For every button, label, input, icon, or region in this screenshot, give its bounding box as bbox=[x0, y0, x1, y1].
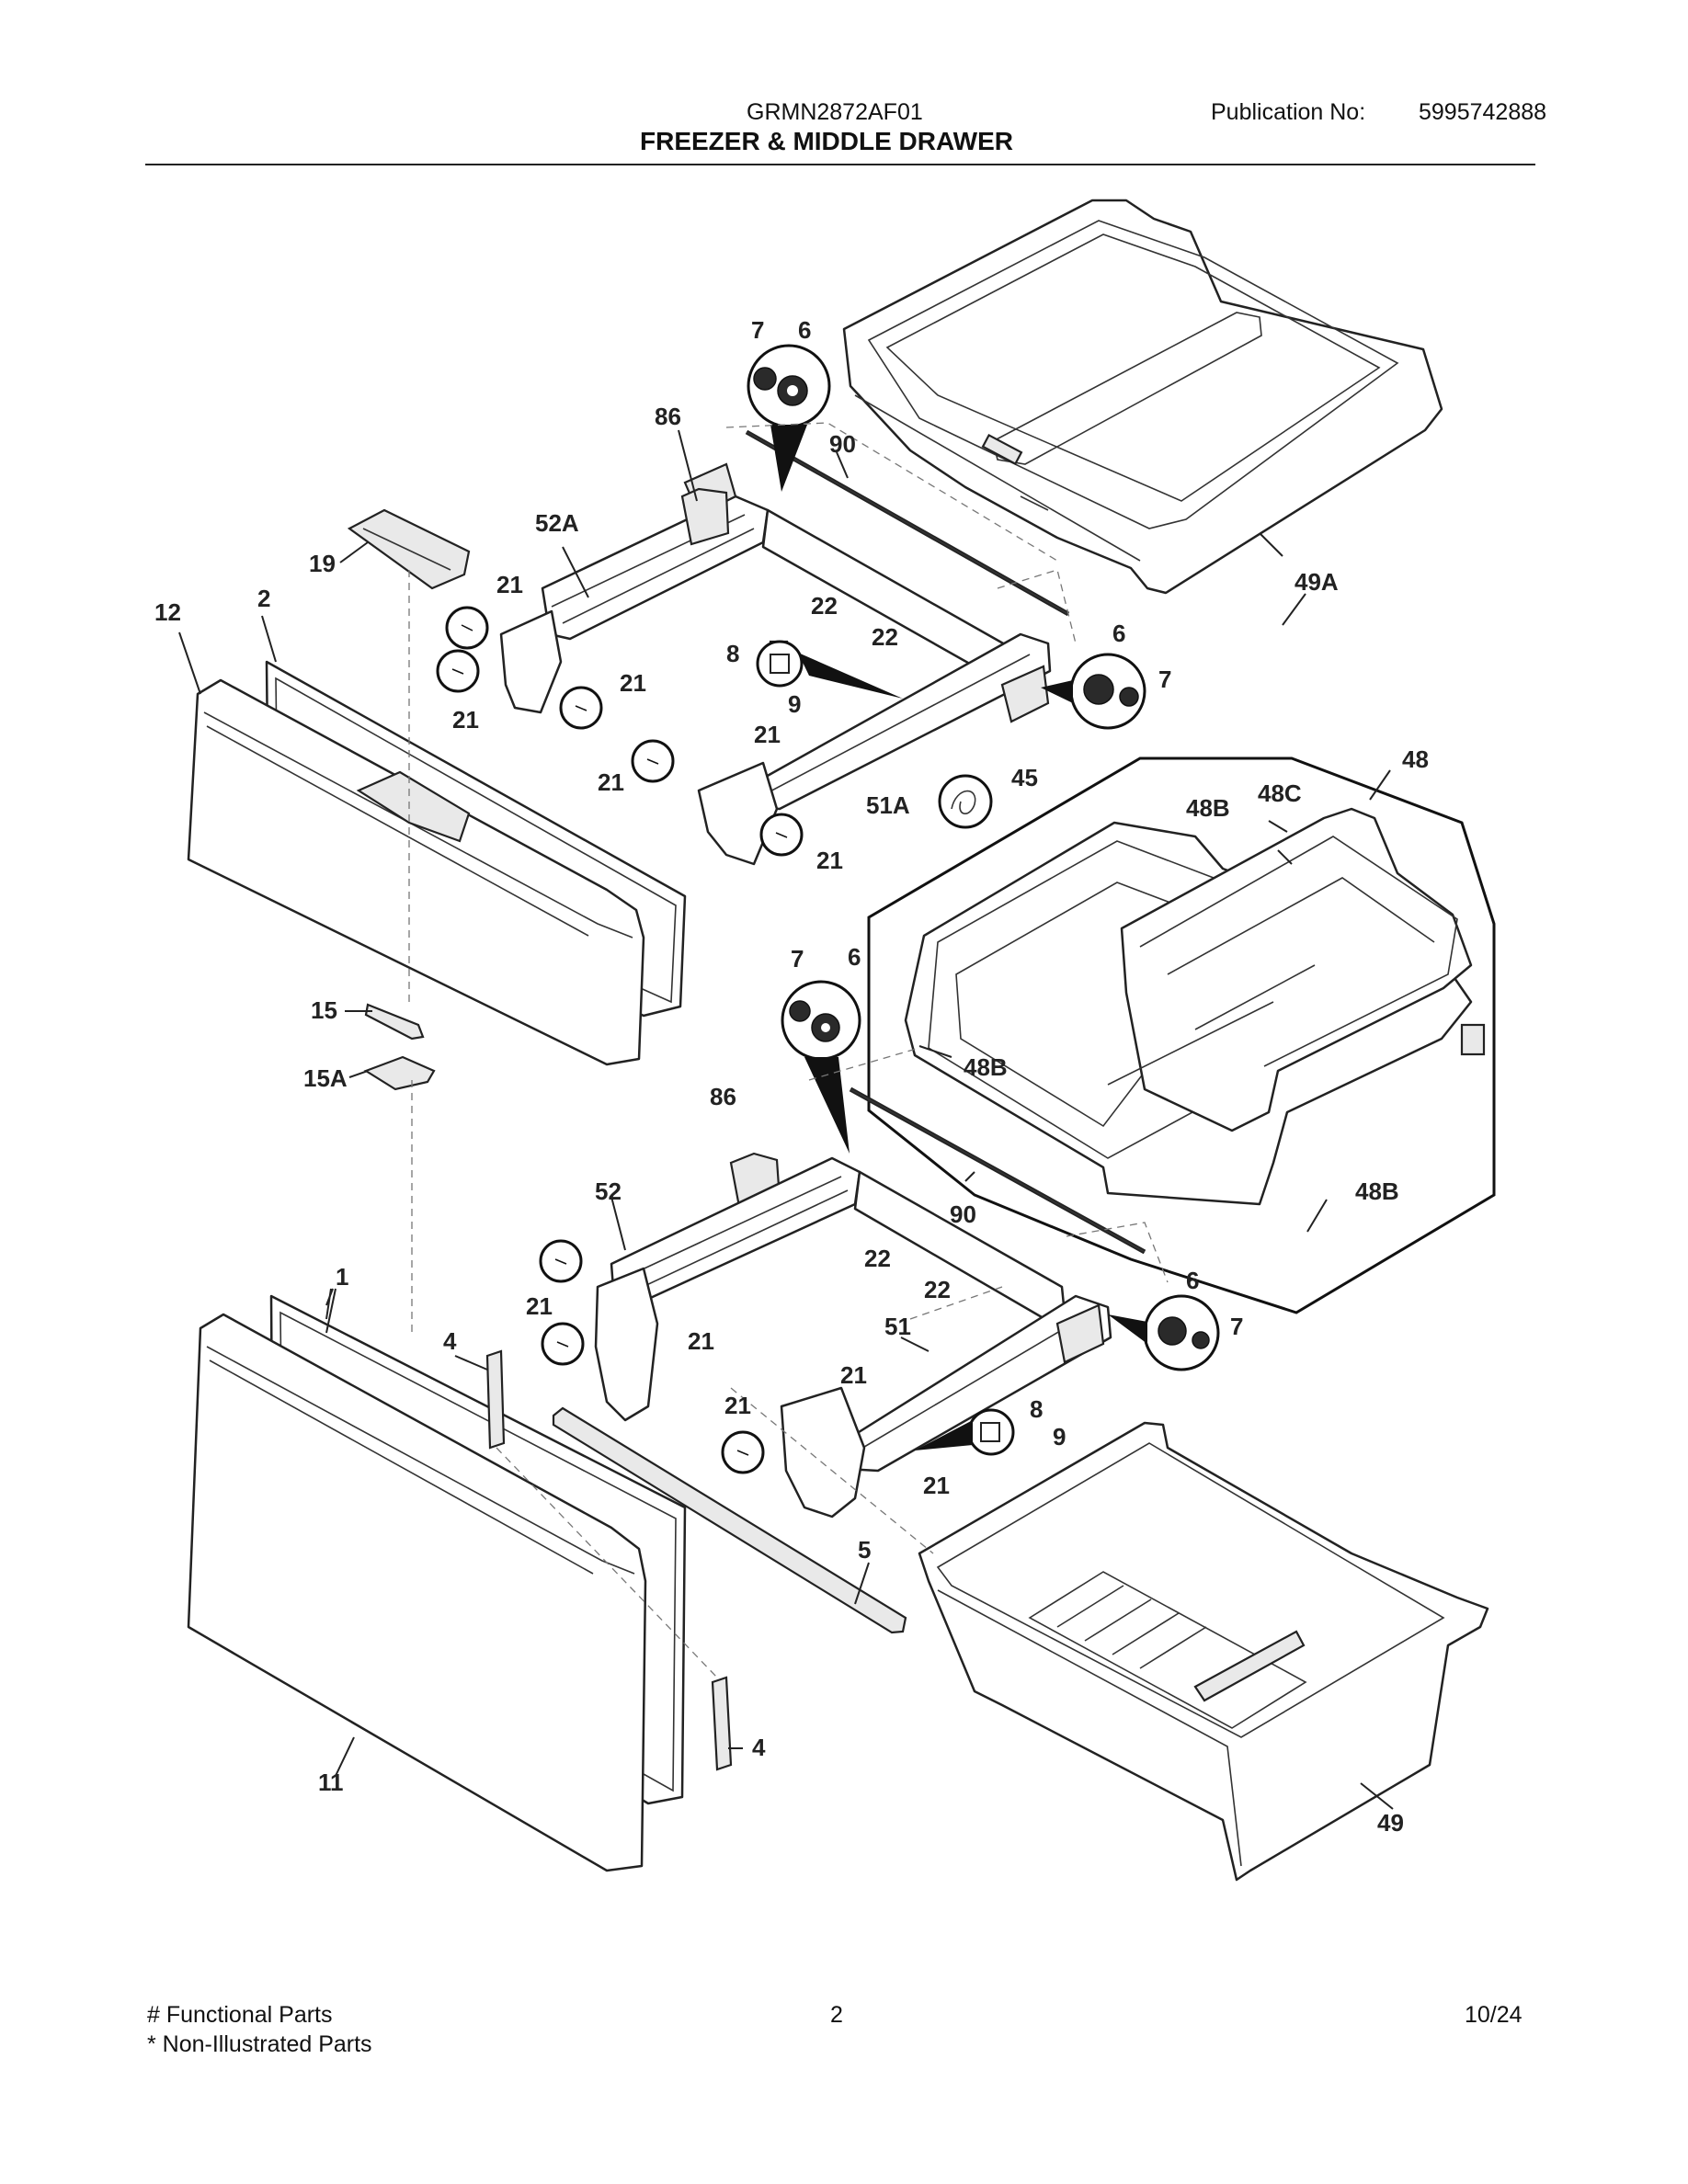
callout-21-c: 21 bbox=[452, 706, 479, 734]
callout-22-c: 22 bbox=[864, 1245, 891, 1272]
callout-22-d: 22 bbox=[924, 1276, 951, 1303]
callout-6-top: 6 bbox=[798, 316, 811, 344]
leader-lines bbox=[178, 429, 1394, 1810]
callout-4-b: 4 bbox=[752, 1734, 766, 1761]
callout-22-a: 22 bbox=[811, 592, 838, 620]
callout-7-mid: 7 bbox=[1158, 665, 1171, 693]
header-divider bbox=[145, 164, 1535, 165]
callout-22-b: 22 bbox=[872, 623, 898, 651]
callout-21-b: 21 bbox=[620, 669, 646, 697]
callout-8-top: 8 bbox=[726, 640, 739, 667]
callout-21-f: 21 bbox=[816, 847, 843, 874]
revision-date: 10/24 bbox=[1465, 2002, 1523, 2028]
callout-21-k: 21 bbox=[923, 1472, 950, 1499]
callout-2: 2 bbox=[257, 585, 270, 612]
legend-non-illustrated-parts: * Non-Illustrated Parts bbox=[147, 2031, 372, 2057]
upper-freezer-door bbox=[187, 660, 687, 1066]
roller-detail-top bbox=[747, 344, 831, 492]
model-number: GRMN2872AF01 bbox=[747, 99, 923, 125]
callout-21-j: 21 bbox=[724, 1392, 751, 1419]
callout-7-low: 7 bbox=[791, 945, 804, 973]
callout-49: 49 bbox=[1377, 1809, 1404, 1837]
callout-52: 52 bbox=[595, 1177, 622, 1205]
legend-functional-parts: # Functional Parts bbox=[147, 2002, 333, 2028]
callout-45: 45 bbox=[1011, 764, 1038, 791]
roller-detail-lower bbox=[781, 980, 861, 1154]
assembly-guides bbox=[408, 422, 1169, 1678]
callout-1: 1 bbox=[336, 1263, 348, 1291]
callout-90-top: 90 bbox=[829, 430, 856, 458]
callout-4-a: 4 bbox=[443, 1327, 457, 1355]
callout-21-g: 21 bbox=[526, 1292, 553, 1320]
callout-86-low: 86 bbox=[710, 1083, 736, 1110]
sensor-cover bbox=[363, 1055, 436, 1091]
callout-48B-c: 48B bbox=[1355, 1177, 1399, 1205]
callout-19: 19 bbox=[309, 550, 336, 577]
screw-details bbox=[436, 606, 804, 1474]
callout-21-h: 21 bbox=[688, 1327, 714, 1355]
callout-6-mid: 6 bbox=[1112, 620, 1125, 647]
lower-freezer-door bbox=[187, 1294, 687, 1872]
lower-slide-assembly bbox=[594, 1156, 1112, 1519]
upper-bracket bbox=[680, 487, 730, 546]
callout-51A: 51A bbox=[866, 791, 910, 819]
callout-21-d: 21 bbox=[754, 721, 781, 748]
callout-8-low: 8 bbox=[1030, 1395, 1043, 1423]
callout-9-low: 9 bbox=[1053, 1423, 1066, 1450]
clip-detail-lower bbox=[915, 1408, 1015, 1456]
sensor-part bbox=[364, 1003, 425, 1041]
callout-7-low2: 7 bbox=[1230, 1313, 1243, 1340]
callout-86-top: 86 bbox=[655, 403, 681, 430]
callout-11: 11 bbox=[318, 1769, 344, 1796]
lower-freezer-basket bbox=[918, 1421, 1489, 1882]
middle-drawer-group bbox=[867, 756, 1496, 1314]
callout-6-low2: 6 bbox=[1186, 1267, 1199, 1294]
roller-detail-lower-right bbox=[1108, 1294, 1220, 1371]
callout-21-e: 21 bbox=[598, 768, 624, 796]
callout-52A: 52A bbox=[535, 509, 579, 537]
publication-number: 5995742888 bbox=[1419, 99, 1547, 125]
callout-5: 5 bbox=[858, 1536, 871, 1564]
callout-51: 51 bbox=[884, 1313, 911, 1340]
callout-6-low: 6 bbox=[848, 943, 861, 971]
upper-slide-assembly bbox=[499, 462, 1052, 866]
page-title: FREEZER & MIDDLE DRAWER bbox=[640, 127, 1013, 155]
callout-labels: 7 6 86 90 52A 19 21 22 12 2 8 22 6 7 9 2… bbox=[154, 316, 1429, 1837]
gasket-strip-lower bbox=[711, 1676, 733, 1771]
callout-48C: 48C bbox=[1258, 779, 1302, 807]
callout-12: 12 bbox=[154, 598, 181, 626]
callout-15A: 15A bbox=[303, 1064, 348, 1092]
lower-rail bbox=[552, 1406, 907, 1634]
page-number: 2 bbox=[830, 2002, 843, 2028]
callout-21-i: 21 bbox=[840, 1361, 867, 1389]
callout-48: 48 bbox=[1402, 745, 1429, 773]
callout-48B-b: 48B bbox=[964, 1053, 1008, 1081]
callout-49A: 49A bbox=[1295, 568, 1339, 596]
callout-7-top: 7 bbox=[751, 316, 764, 344]
callout-9-top: 9 bbox=[788, 690, 801, 718]
control-board bbox=[347, 508, 471, 590]
callout-90-low: 90 bbox=[950, 1200, 976, 1228]
wire-harness bbox=[938, 774, 993, 829]
gasket-strip-upper bbox=[485, 1349, 506, 1450]
callout-48B-a: 48B bbox=[1186, 794, 1230, 822]
callout-15: 15 bbox=[311, 996, 337, 1024]
callout-21-a: 21 bbox=[496, 571, 523, 598]
upper-freezer-basket bbox=[842, 199, 1443, 595]
publication-label: Publication No: bbox=[1211, 99, 1366, 125]
clip-detail-upper bbox=[756, 640, 903, 699]
roller-detail-upper-right bbox=[1041, 653, 1146, 730]
